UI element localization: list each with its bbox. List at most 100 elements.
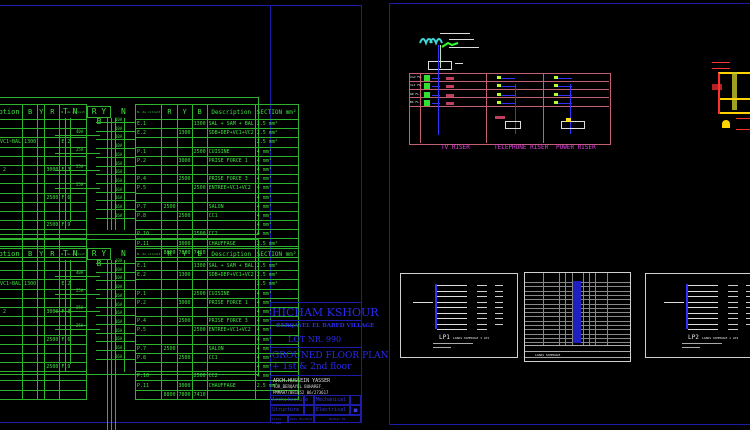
cell-r xyxy=(161,371,178,382)
circuit-line xyxy=(688,290,718,292)
cell-y xyxy=(176,220,193,231)
circuit-line xyxy=(437,285,467,286)
tv-outlet-icon xyxy=(424,91,430,98)
cell-desc: PRISE FORCE 3 xyxy=(206,316,256,327)
breaker-rating: 16A xyxy=(115,292,123,298)
col-b: B xyxy=(22,104,39,120)
cell-r xyxy=(161,288,178,299)
cell-desc xyxy=(0,334,24,345)
power-outlet-icon xyxy=(554,100,558,104)
architect-line3: PMMAH7/081852 06/273617 xyxy=(273,390,329,395)
cell-desc: SALON xyxy=(206,343,256,354)
cell-desc xyxy=(0,352,24,364)
cell-sec: 4 mm² xyxy=(254,174,299,185)
cell-b xyxy=(22,118,39,130)
cell-desc: SALON xyxy=(206,201,256,212)
cell-y xyxy=(176,137,193,148)
cell-ckt: P.7 xyxy=(134,343,163,354)
breaker-rating: 10A xyxy=(115,134,123,140)
cell-r xyxy=(44,325,61,336)
tv-outlet-icon xyxy=(424,83,430,90)
circuit-line xyxy=(688,285,718,286)
owner-name: HICHAM KSHOUR xyxy=(272,306,379,319)
main-breaker-rating: 25A xyxy=(76,164,84,169)
cell-b xyxy=(22,192,39,203)
cell-r: 2500 xyxy=(161,201,178,212)
cell-b xyxy=(191,201,208,212)
tv-outlet-icon xyxy=(424,75,430,81)
branch-circuit-line xyxy=(96,122,136,123)
cell-y: 2500 xyxy=(176,174,193,185)
cell-r: 2500 xyxy=(44,220,61,231)
cell-ckt xyxy=(59,174,87,185)
feeder-line xyxy=(55,293,100,295)
col-b: B xyxy=(22,246,39,262)
power-outlet-icon xyxy=(554,76,558,79)
cell-sec: 2.5 mm² xyxy=(254,128,299,139)
cell-y xyxy=(37,146,46,157)
cell-b xyxy=(22,164,39,176)
tn-label: T N xyxy=(63,249,78,258)
breaker-rating: 10A xyxy=(115,258,123,263)
cell-r: 8800 xyxy=(161,389,178,400)
cell-r xyxy=(161,128,178,139)
circuit-line xyxy=(688,296,718,297)
cell-y xyxy=(37,352,46,364)
cell-ckt: F.9 xyxy=(59,220,87,231)
power-riser-label: POWER RISER xyxy=(556,144,596,151)
floor-label: GR FL. xyxy=(410,91,421,96)
cell-y xyxy=(37,279,46,290)
branch-circuit-line xyxy=(96,306,136,308)
branch-circuit-line xyxy=(96,191,136,193)
cell-ckt xyxy=(134,192,163,203)
cell-ckt: P.5 xyxy=(134,325,163,336)
cell-desc: SAL + SAM + BAL xyxy=(206,118,256,130)
schedule-title: LOADS SCHEDULE xyxy=(535,353,561,357)
architect-line1: ARCH.HUSSEIN YASSER xyxy=(273,378,331,384)
branch-circuit-line xyxy=(96,297,136,299)
cell-desc xyxy=(0,210,24,222)
cell-y xyxy=(176,288,193,299)
breaker-rating: 10A xyxy=(115,125,123,131)
neutral-bus xyxy=(124,118,125,230)
cell-y xyxy=(37,306,46,318)
cell-b xyxy=(22,229,39,240)
branch-circuit-line xyxy=(96,280,136,282)
cell-ckt: P.8 xyxy=(134,210,163,222)
electrical-checked-icon: ■ xyxy=(350,405,361,415)
cell-y: 7800 xyxy=(176,389,193,400)
branch-circuit-line xyxy=(96,332,136,334)
cell-ckt xyxy=(59,128,87,139)
tn-label: T N xyxy=(63,107,78,116)
cell-b: 2500 xyxy=(191,183,208,194)
cell-sec: 4 mm² xyxy=(254,192,299,203)
branch-circuit-line xyxy=(96,165,136,167)
cell-b xyxy=(22,128,39,139)
cell-desc xyxy=(0,146,24,157)
cell-y xyxy=(37,334,46,345)
cell-b xyxy=(191,164,208,176)
cell-b: 1300 xyxy=(191,260,208,272)
main-breaker-rating: 25A xyxy=(76,146,84,152)
discipline-electrical: Electrical xyxy=(314,405,350,415)
cell-desc: ENTREE+VC1+VC2 xyxy=(206,183,256,194)
cell-r: 2500 xyxy=(44,192,61,203)
cell-ckt: P.1 xyxy=(134,146,163,157)
table-row xyxy=(0,270,87,281)
cell-y xyxy=(176,334,193,345)
table-row xyxy=(0,174,87,185)
cell-desc xyxy=(0,362,24,373)
power-outlet-icon xyxy=(554,84,558,88)
branch-circuit-line xyxy=(96,148,136,150)
branch-circuit-line xyxy=(96,174,136,176)
discipline-structure: Structure xyxy=(270,405,304,415)
cell-r xyxy=(44,118,61,130)
cell-b xyxy=(22,316,39,327)
branch-circuit-line xyxy=(96,182,136,184)
ryb-busbar-label: R Y B xyxy=(87,248,111,268)
